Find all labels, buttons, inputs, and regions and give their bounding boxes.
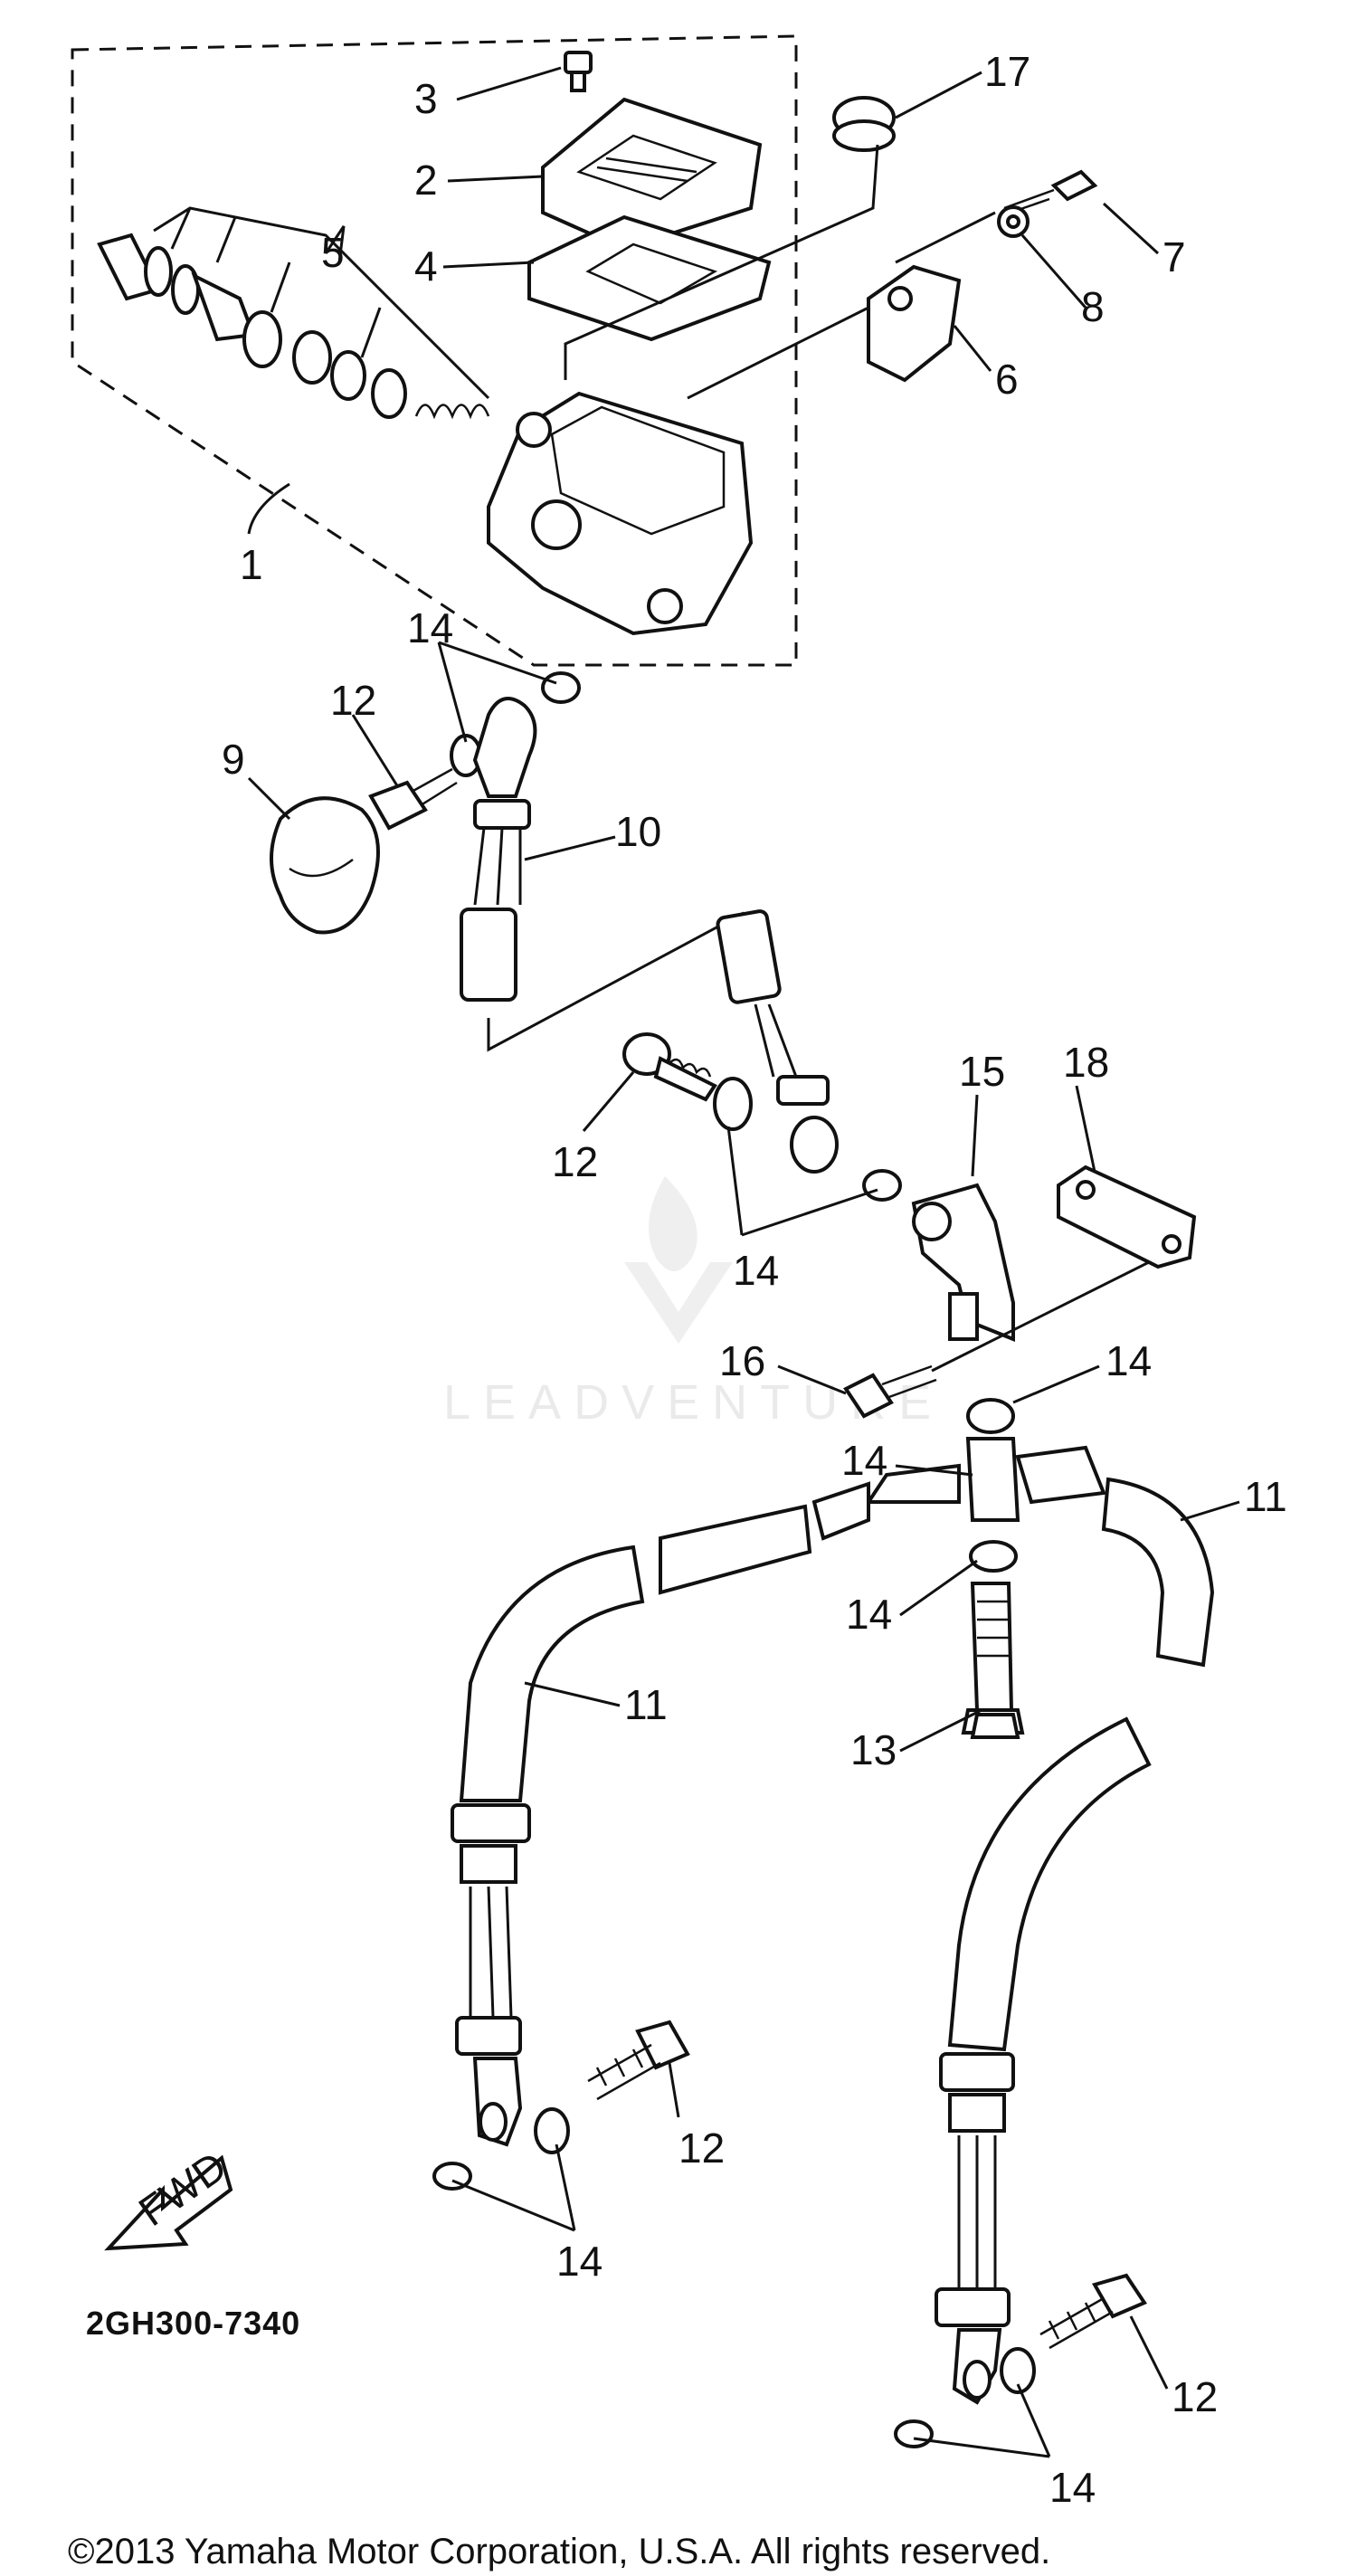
boot-part-9 [270, 796, 380, 935]
diagram-code: 2GH300-7340 [86, 2305, 300, 2342]
callout-14c: 14 [1106, 1337, 1152, 1384]
callout-9: 9 [222, 736, 245, 783]
union-bolt-lower-left [432, 2020, 690, 2191]
callout-17: 17 [984, 48, 1030, 95]
callout-5: 5 [321, 229, 345, 276]
callout-14g: 14 [1049, 2464, 1096, 2511]
watermark: LEADVENTURE [443, 1176, 944, 1430]
callout-18: 18 [1063, 1039, 1109, 1086]
three-way-joint [961, 1398, 1025, 1735]
callout-8: 8 [1081, 283, 1105, 330]
callout-14f: 14 [556, 2238, 603, 2285]
callout-11a: 11 [1244, 1473, 1287, 1520]
callout-16: 16 [719, 1337, 765, 1384]
watermark-text: LEADVENTURE [443, 1375, 944, 1430]
callout-11b: 11 [624, 1681, 668, 1728]
master-cylinder-kit-outline [71, 34, 798, 667]
reservoir-cap-part-2 [541, 97, 763, 252]
callout-3: 3 [414, 75, 438, 122]
union-bolt-lower-right [894, 2273, 1147, 2448]
callout-10: 10 [615, 808, 661, 855]
callout-15: 15 [959, 1048, 1005, 1095]
copyright-notice: ©2013 Yamaha Motor Corporation, U.S.A. A… [68, 2532, 1050, 2571]
piston-kit-part-5 [97, 206, 490, 420]
union-bolt-upper [368, 767, 458, 831]
plate-part-18 [1057, 1164, 1197, 1269]
callout-13: 13 [850, 1726, 897, 1773]
screw-part-3 [564, 51, 593, 92]
brake-hose-part-10 [460, 697, 744, 1052]
bolt-part-7 [1001, 169, 1098, 217]
joint-part-15 [911, 1183, 1015, 1342]
callout-2: 2 [414, 157, 438, 204]
cap-part-17 [832, 96, 896, 152]
callout-14e: 14 [846, 1591, 892, 1638]
callout-7: 7 [1162, 233, 1186, 280]
callout-12b: 12 [552, 1138, 598, 1185]
callout-12a: 12 [330, 677, 376, 724]
holder-part-6 [867, 264, 962, 383]
callout-12d: 12 [1172, 2373, 1218, 2420]
bolt-part-16 [843, 1260, 1150, 1419]
fwd-arrow-icon: FWD [104, 2143, 235, 2251]
callout-14a: 14 [407, 604, 453, 651]
union-bolt-middle [622, 1032, 902, 1202]
callout-6: 6 [995, 356, 1019, 403]
callout-12c: 12 [678, 2124, 725, 2172]
callouts: 3 2 4 5 1 17 7 8 6 14 12 9 10 15 18 12 1… [222, 48, 1287, 2511]
callout-14d: 14 [841, 1437, 887, 1484]
master-cylinder-body [487, 391, 754, 636]
diaphragm-part-4 [527, 214, 772, 342]
callout-4: 4 [414, 242, 438, 290]
callout-14b: 14 [733, 1247, 779, 1294]
leader-lines [247, 66, 1240, 2458]
union-bolt-part-13 [970, 1713, 1020, 1739]
callout-1: 1 [240, 541, 263, 588]
hose-continuation [716, 909, 839, 1174]
brake-hose-part-11-right [935, 1445, 1215, 2405]
brake-hose-part-11-left [451, 1463, 961, 2147]
washer-part-8 [997, 205, 1030, 238]
